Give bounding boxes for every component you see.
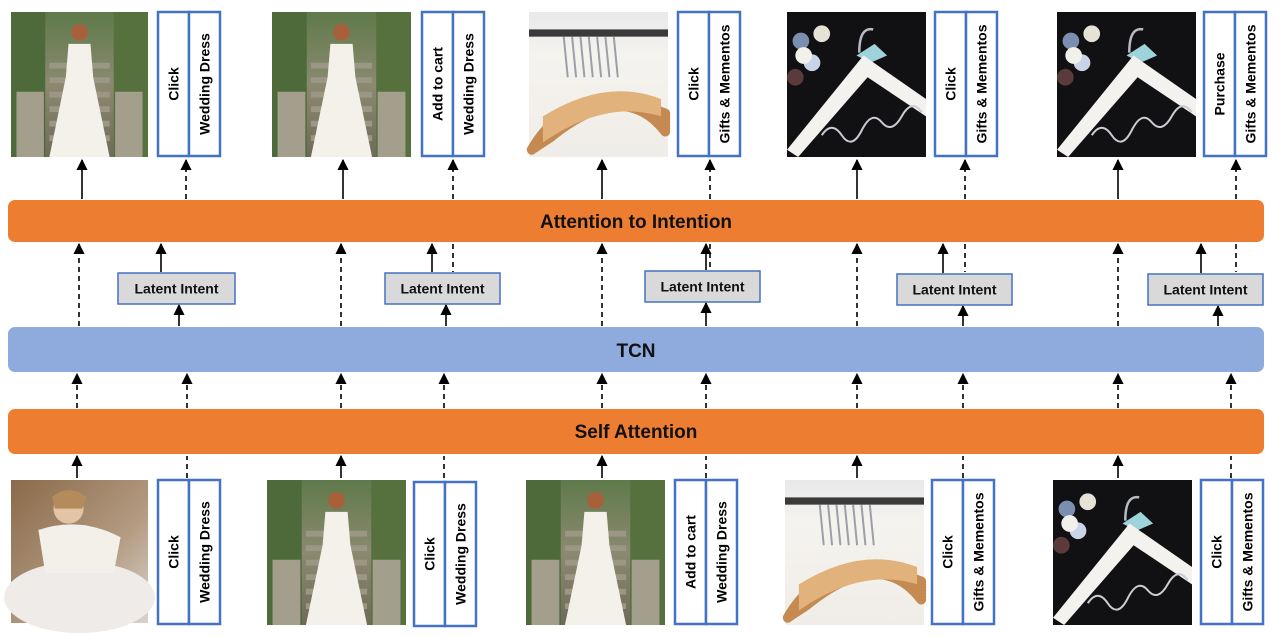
- output-item: Click Wedding Dress: [11, 10, 222, 158]
- self-attention-label: Self Attention: [575, 422, 698, 443]
- mrs-franklin-hanger-photo: [1053, 480, 1192, 625]
- tcn-label: TCN: [616, 341, 655, 362]
- attention-to-intention-label: Attention to Intention: [540, 212, 732, 233]
- action-label: Click: [1209, 535, 1225, 569]
- latent-intent-label: Latent Intent: [401, 281, 485, 297]
- action-label: Purchase: [1212, 52, 1228, 115]
- wooden-bride-hangers-photo: [526, 12, 671, 157]
- woman-in-white-lace-dress-photo: [272, 12, 411, 157]
- category-label: Wedding Dress: [714, 501, 730, 603]
- latent-intent-box: Latent Intent: [644, 270, 761, 303]
- item-tag: Add to cart Wedding Dress: [420, 10, 486, 158]
- category-label: Wedding Dress: [461, 33, 477, 135]
- output-item: Click Gifts & Mementos: [787, 10, 999, 158]
- item-tag: Click Gifts & Mementos: [933, 10, 999, 158]
- latent-intent-box: Latent Intent: [384, 272, 501, 305]
- item-tag: Add to cart Wedding Dress: [673, 478, 739, 626]
- latent-intent-box: Latent Intent: [896, 273, 1013, 306]
- tcn-bar: TCN: [8, 327, 1264, 372]
- category-label: Gifts & Mementos: [971, 492, 987, 611]
- woman-in-white-lace-dress-photo: [526, 480, 665, 625]
- item-tag: Click Gifts & Mementos: [930, 478, 996, 626]
- connection-arrows: [71, 158, 1242, 478]
- item-tag: Purchase Gifts & Mementos: [1202, 10, 1268, 158]
- woman-in-white-lace-dress-photo: [267, 480, 406, 625]
- category-label: Gifts & Mementos: [1243, 24, 1259, 143]
- input-item: Add to cart Wedding Dress: [526, 478, 739, 626]
- category-label: Wedding Dress: [197, 33, 213, 135]
- self-attention-bar: Self Attention: [8, 409, 1264, 454]
- action-label: Click: [166, 67, 182, 101]
- output-item: Purchase Gifts & Mementos: [1057, 10, 1268, 158]
- input-item: Click Gifts & Mementos: [1053, 478, 1265, 626]
- item-tag: Click Wedding Dress: [156, 10, 222, 158]
- action-label: Click: [166, 535, 182, 569]
- action-label: Click: [422, 537, 438, 571]
- category-label: Gifts & Mementos: [717, 24, 733, 143]
- wooden-bride-hangers-photo: [782, 480, 927, 625]
- latent-intent-box: Latent Intent: [1147, 273, 1264, 306]
- item-tag: Click Wedding Dress: [156, 478, 222, 626]
- output-sequence-row: Click Wedding Dress Add to cart Wedding Dre…: [11, 10, 1268, 158]
- mrs-franklin-hanger-photo: [1057, 12, 1196, 157]
- input-item: Click Wedding Dress: [4, 478, 222, 634]
- action-label: Click: [940, 535, 956, 569]
- mrs-franklin-hanger-photo: [787, 12, 926, 157]
- category-label: Gifts & Mementos: [974, 24, 990, 143]
- latent-intent-label: Latent Intent: [135, 281, 219, 297]
- woman-in-tulle-skirt-photo: [4, 480, 155, 634]
- category-label: Gifts & Mementos: [1240, 492, 1256, 611]
- category-label: Wedding Dress: [453, 503, 469, 605]
- item-tag: Click Wedding Dress: [412, 480, 478, 628]
- item-tag: Click Gifts & Mementos: [1199, 478, 1265, 626]
- woman-in-white-lace-dress-photo: [11, 12, 148, 157]
- latent-intent-label: Latent Intent: [1164, 282, 1248, 298]
- action-label: Add to cart: [683, 515, 699, 589]
- attention-to-intention-bar: Attention to Intention: [8, 200, 1264, 242]
- output-item: Click Gifts & Mementos: [526, 10, 742, 158]
- latent-intent-boxes: Latent Intent Latent Intent Latent Intent L…: [117, 270, 1264, 306]
- category-label: Wedding Dress: [197, 501, 213, 603]
- item-tag: Click Gifts & Mementos: [676, 10, 742, 158]
- action-label: Click: [943, 67, 959, 101]
- action-label: Click: [686, 67, 702, 101]
- input-item: Click Gifts & Mementos: [782, 478, 996, 626]
- latent-intent-box: Latent Intent: [117, 272, 236, 305]
- input-item: Click Wedding Dress: [267, 480, 478, 628]
- action-label: Add to cart: [430, 47, 446, 121]
- latent-intent-label: Latent Intent: [913, 282, 997, 298]
- output-item: Add to cart Wedding Dress: [272, 10, 486, 158]
- latent-intent-label: Latent Intent: [661, 279, 745, 295]
